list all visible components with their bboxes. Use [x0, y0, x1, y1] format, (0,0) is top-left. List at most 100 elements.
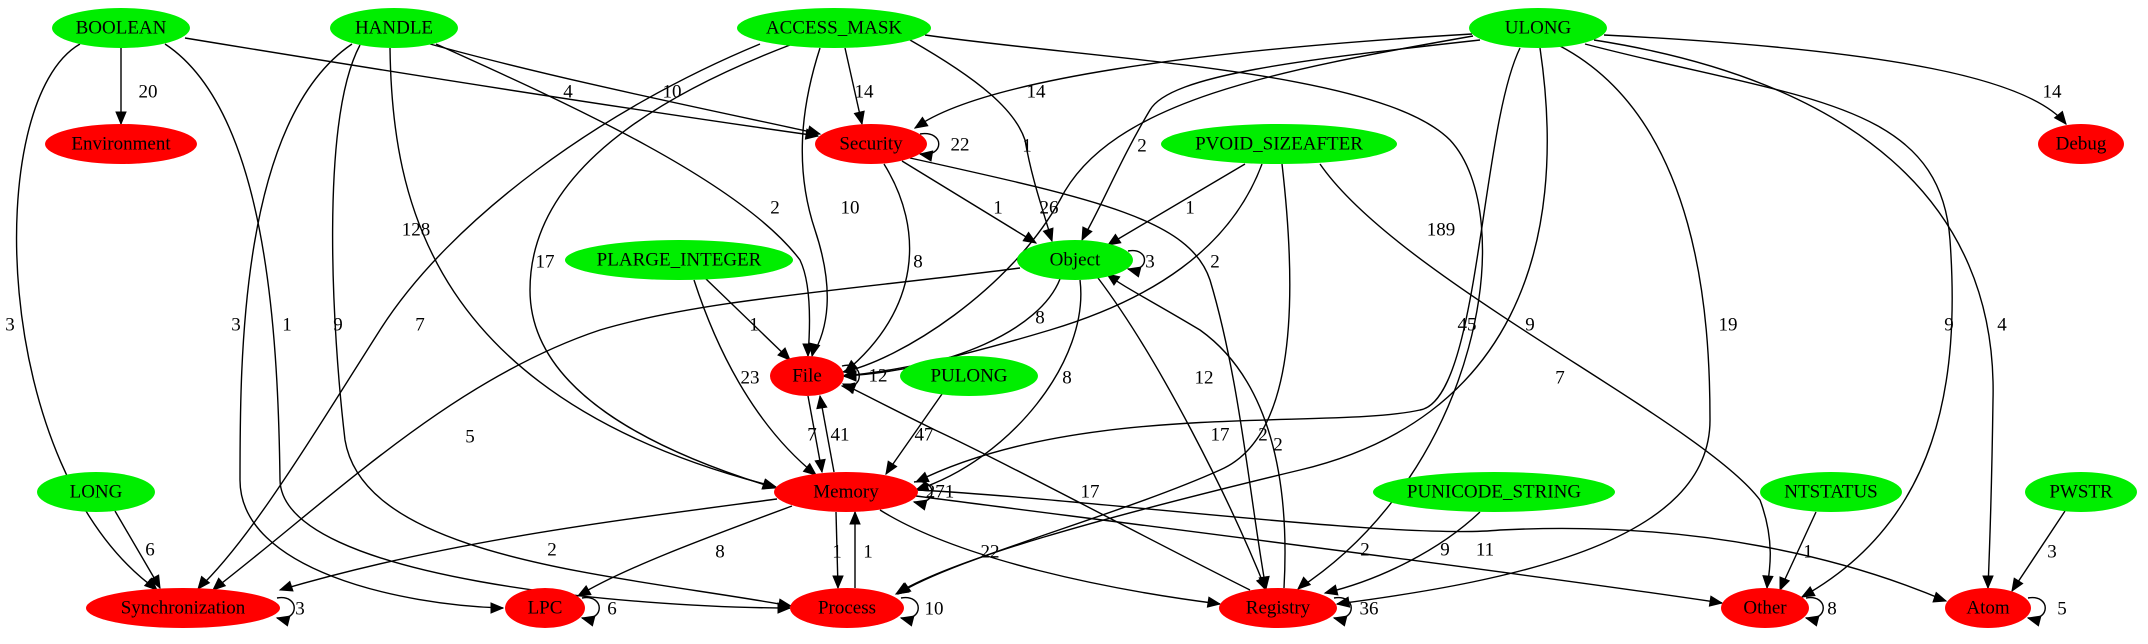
node-long-ellipse: [37, 472, 155, 512]
node-long[interactable]: LONG: [37, 472, 155, 512]
edge-pvoid-sizeafter-to-other-arrowhead: [1762, 575, 1774, 590]
node-environment[interactable]: Environment: [45, 124, 197, 164]
edge-memory-to-registry-label: 22: [981, 542, 1000, 563]
node-lpc-label: LPC: [528, 598, 563, 619]
edge-pvoid-sizeafter-to-process-label: 2: [1273, 435, 1283, 456]
edge-ulong-to-other-line: [1584, 43, 1953, 598]
node-memory[interactable]: Memory: [774, 472, 918, 512]
node-punicode-string-label: PUNICODE_STRING: [1407, 482, 1581, 503]
edge-pvoid-sizeafter-to-file-label: 2: [1210, 252, 1220, 273]
node-registry-label: Registry: [1246, 598, 1311, 619]
edge-ulong-to-object: 2: [1081, 39, 1481, 242]
edge-object-to-file-label: 8: [1035, 308, 1045, 329]
edge-file-to-file-label: 12: [869, 366, 888, 387]
edge-security-to-file-label: 8: [913, 252, 923, 273]
edge-ulong-to-security-label: 14: [1027, 82, 1047, 103]
node-punicode-string[interactable]: PUNICODE_STRING: [1373, 472, 1615, 512]
edge-punicode-string-to-registry-label: 11: [1476, 540, 1494, 561]
edge-ulong-to-registry: 19: [1335, 45, 1738, 608]
edge-access-mask-to-security-arrowhead: [853, 110, 865, 126]
node-pvoid-sizeafter[interactable]: PVOID_SIZEAFTER: [1161, 124, 1397, 164]
edge-memory-to-file-arrowhead: [816, 394, 828, 410]
edge-access-mask-to-synchronization: 7: [197, 43, 761, 591]
edge-synchronization-to-synchronization: 3: [275, 597, 305, 627]
node-punicode-string-ellipse: [1373, 472, 1615, 512]
edge-process-to-memory-arrowhead: [849, 510, 861, 525]
edge-memory-to-process-line: [835, 511, 839, 589]
edge-memory-to-process-label: 1: [832, 542, 842, 563]
edge-plarge-integer-to-file-arrowhead: [777, 347, 791, 361]
edge-ulong-to-atom: 4: [1593, 39, 2007, 590]
edge-object-to-file-line: [843, 278, 1061, 377]
edge-memory-to-other-label: 2: [1360, 540, 1370, 561]
edge-access-mask-to-synchronization-line: [197, 43, 761, 590]
edge-access-mask-to-synchronization-arrowhead: [197, 575, 211, 591]
node-ulong[interactable]: ULONG: [1469, 8, 1607, 48]
edge-pvoid-sizeafter-to-other-line: [1319, 163, 1771, 589]
edge-handle-to-process-line: [331, 44, 792, 607]
node-plarge-integer[interactable]: PLARGE_INTEGER: [565, 240, 793, 280]
edge-atom-to-atom-arrowhead: [2026, 615, 2042, 627]
node-debug[interactable]: Debug: [2038, 124, 2124, 164]
node-object[interactable]: Object: [1017, 240, 1133, 280]
node-handle[interactable]: HANDLE: [330, 8, 458, 48]
edge-ulong-to-debug: 14: [1603, 34, 2067, 126]
edge-access-mask-to-file-arrowhead: [809, 342, 821, 358]
edge-security-to-registry-line: [909, 157, 1267, 590]
edge-long-to-synchronization-arrowhead: [148, 574, 161, 590]
node-process[interactable]: Process: [790, 588, 904, 628]
node-file[interactable]: File: [770, 356, 844, 396]
node-ulong-ellipse: [1469, 8, 1607, 48]
node-process-ellipse: [790, 588, 904, 628]
node-lpc[interactable]: LPC: [505, 588, 585, 628]
edge-boolean-to-process-line: [164, 43, 791, 609]
edge-handle-to-lpc-label: 3: [231, 315, 241, 336]
edge-access-mask-to-security-label: 14: [855, 82, 875, 103]
node-synchronization[interactable]: Synchronization: [86, 588, 280, 628]
edge-boolean-to-security: 4: [184, 37, 820, 140]
edge-pulong-to-memory-line: [885, 393, 943, 475]
node-pwstr[interactable]: PWSTR: [2025, 472, 2137, 512]
node-long-label: LONG: [70, 482, 123, 503]
edge-object-to-registry: 17: [1097, 277, 1267, 592]
node-pwstr-label: PWSTR: [2049, 482, 2113, 503]
edge-ulong-to-other-label: 9: [1944, 315, 1954, 336]
edge-boolean-to-process-label: 1: [282, 315, 292, 336]
node-other-label: Other: [1743, 598, 1787, 619]
node-boolean[interactable]: BOOLEAN: [52, 8, 190, 48]
edge-memory-to-other-line: [915, 495, 1723, 604]
node-access-mask[interactable]: ACCESS_MASK: [737, 8, 931, 48]
edge-security-to-object: 1: [901, 160, 1038, 244]
edge-memory-to-synchronization-line: [279, 498, 778, 591]
node-boolean-ellipse: [52, 8, 190, 48]
edge-long-to-synchronization-line: [114, 510, 161, 589]
edge-access-mask-to-memory: 17: [529, 44, 791, 490]
edge-memory-to-file: 41: [816, 394, 850, 473]
edge-memory-to-other-arrowhead: [1708, 595, 1724, 607]
node-atom[interactable]: Atom: [1945, 588, 2031, 628]
edge-access-mask-to-file-line: [801, 47, 828, 357]
edge-boolean-to-security-label: 4: [563, 82, 573, 103]
node-other[interactable]: Other: [1721, 588, 1809, 628]
node-registry[interactable]: Registry: [1219, 588, 1337, 628]
edge-memory-to-atom-label: 9: [1440, 540, 1450, 561]
edge-pwstr-to-atom-arrowhead: [2011, 577, 2024, 593]
edge-security-to-security-label: 22: [951, 135, 970, 156]
edge-other-to-other-arrowhead: [1804, 615, 1820, 627]
edge-ulong-to-security: 14: [913, 33, 1473, 129]
node-security[interactable]: Security: [815, 124, 927, 164]
edge-other-to-other-label: 8: [1827, 599, 1837, 620]
edge-atom-to-atom-label: 5: [2057, 599, 2067, 620]
node-pulong[interactable]: PULONG: [900, 356, 1038, 396]
edge-pvoid-sizeafter-to-other-label: 7: [1555, 368, 1565, 389]
edge-ulong-to-registry-line: [1336, 45, 1711, 605]
edge-boolean-to-environment-label: 20: [139, 82, 158, 103]
edge-handle-to-file-label: 2: [770, 198, 780, 219]
edge-handle-to-process-arrowhead: [777, 598, 793, 610]
edge-ulong-to-debug-line: [1603, 34, 2067, 125]
node-ntstatus[interactable]: NTSTATUS: [1760, 472, 1902, 512]
edge-memory-to-synchronization-label: 2: [547, 540, 557, 561]
edge-ulong-to-process-label: 9: [1525, 315, 1535, 336]
